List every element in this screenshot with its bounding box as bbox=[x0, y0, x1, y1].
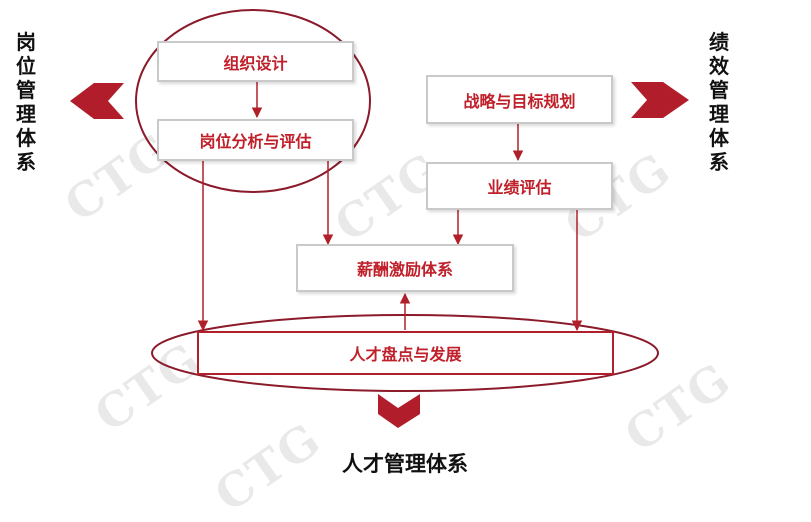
compensation-box: 薪酬激励体系 bbox=[296, 244, 514, 292]
right-system-label: 绩效管理体系 bbox=[709, 30, 729, 174]
right-chevron-icon bbox=[631, 82, 689, 118]
org-design-box: 组织设计 bbox=[157, 41, 354, 82]
down-chevron-icon bbox=[378, 394, 420, 428]
job-analysis-box: 岗位分析与评估 bbox=[157, 119, 354, 161]
diagram-canvas bbox=[70, 9, 689, 428]
strategy-box: 战略与目标规划 bbox=[426, 75, 613, 124]
talent-box: 人才盘点与发展 bbox=[197, 331, 614, 375]
job-ellipse bbox=[135, 9, 371, 193]
bottom-system-label: 人才管理体系 bbox=[342, 452, 468, 476]
performance-box: 业绩评估 bbox=[426, 162, 613, 210]
left-system-label: 岗位管理体系 bbox=[16, 30, 36, 174]
left-chevron-icon bbox=[70, 83, 124, 119]
